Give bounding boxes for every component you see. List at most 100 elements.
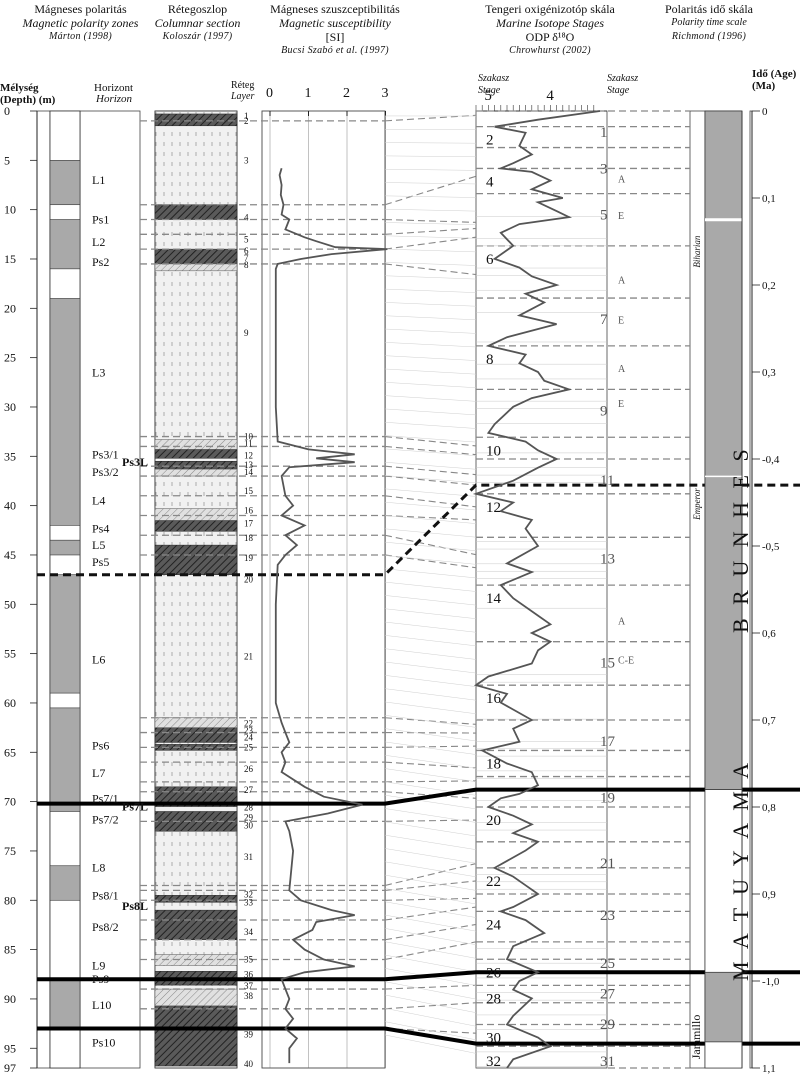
depth-tick-label: 15 <box>4 252 16 266</box>
fan-line <box>385 848 476 863</box>
fan-line <box>385 662 476 673</box>
paleosol-layer <box>155 910 237 940</box>
layer-label: 28 <box>244 803 254 813</box>
header-polarity: Mágneses polaritás Magnetic polarity zon… <box>18 2 143 44</box>
mis-stage-label: 3 <box>600 162 608 178</box>
correlation-lines <box>37 115 800 1053</box>
stage-header-right: Szakasz Stage <box>607 73 647 97</box>
layer-label: 8 <box>244 260 249 270</box>
layer-label: 21 <box>244 652 253 662</box>
horizon-label: L7 <box>92 766 105 780</box>
layer-label: 11 <box>244 438 253 448</box>
layer-label: 35 <box>244 954 254 964</box>
layer-label: 19 <box>244 553 254 563</box>
fan-line <box>385 622 476 632</box>
fan-line <box>385 422 476 428</box>
layer-label: 17 <box>244 518 254 528</box>
layer-label: 16 <box>244 506 254 516</box>
mis-stage-label: 12 <box>486 500 501 516</box>
bold-correlation <box>37 972 800 979</box>
fan-line <box>385 729 476 741</box>
polarity-normal-zone <box>50 160 80 204</box>
mis-stage-label: 2 <box>486 133 494 149</box>
mis-stage-label: 19 <box>600 791 615 807</box>
horizon-label: L8 <box>92 861 105 875</box>
fan-line <box>385 888 476 904</box>
header-polarity-hu: Mágneses polaritás <box>18 2 143 16</box>
layer-label: 30 <box>244 820 254 830</box>
depth-tick-label: 40 <box>4 499 16 513</box>
fan-line <box>385 1008 476 1026</box>
header-pts: Polaritás idő skála Polarity time scale … <box>648 2 770 44</box>
correlation-line <box>385 985 476 989</box>
mis-stage-label: 9 <box>600 403 608 419</box>
fan-line <box>385 276 476 279</box>
age-tick-label: -1,0 <box>762 976 780 988</box>
mis-stage-label: 22 <box>486 874 501 890</box>
mis-stage-label: 20 <box>486 813 501 829</box>
age-tick-label: -0,5 <box>762 541 780 553</box>
paleosol-layer <box>155 249 237 264</box>
susc-tick-label: 1 <box>305 86 312 101</box>
fan-line <box>385 302 476 306</box>
mis-stage-label: 27 <box>600 986 616 1002</box>
fan-line <box>385 249 476 252</box>
horizon-label: L9 <box>92 958 105 972</box>
fan-line <box>385 635 476 645</box>
mis-stage-label: 23 <box>600 908 615 924</box>
mis-stage-label: 15 <box>600 656 615 672</box>
susceptibility-curve <box>276 168 388 1063</box>
fan-line <box>385 928 476 944</box>
mis-stage-label: 29 <box>600 1017 615 1033</box>
horizon-label: Ps8/2 <box>92 920 119 934</box>
layer-label: 31 <box>244 852 253 862</box>
header-polarity-en: Magnetic polarity zones <box>18 16 143 30</box>
layer-label: 12 <box>244 450 253 460</box>
susc-tick-label: 3 <box>382 86 389 101</box>
mis-stage-label: 21 <box>600 856 615 872</box>
horizon-label: L1 <box>92 173 105 187</box>
correlation-line <box>385 220 476 223</box>
horizon-label: Ps9 <box>92 972 109 986</box>
fan-line <box>385 715 476 727</box>
dashed-bold-correlation <box>37 485 800 575</box>
polarity-normal-zone <box>50 575 80 693</box>
layer-header-en: Layer <box>231 91 254 103</box>
horizon-label: Ps8/1 <box>92 888 119 902</box>
fan-line <box>385 356 476 361</box>
mis-stage-label: 4 <box>486 174 494 190</box>
mis-stage-label: 14 <box>486 591 502 607</box>
horizon-label: L6 <box>92 653 105 667</box>
horizon-label: Ps7/2 <box>92 812 119 826</box>
depth-tick-label: 85 <box>4 943 16 957</box>
fan-line <box>385 649 476 660</box>
fan-line <box>385 316 476 320</box>
age-tick-label: 0,8 <box>762 802 776 814</box>
fan-line <box>385 595 476 605</box>
columnar-section <box>155 111 237 1068</box>
depth-tick-label: 90 <box>4 992 16 1006</box>
emperor-label: Emperor <box>692 488 702 521</box>
header-pts-hu: Polaritás idő skála <box>648 2 770 16</box>
fan-line <box>385 396 476 402</box>
horizon-label: Ps3L <box>122 455 148 469</box>
mis-stage-label: 25 <box>600 956 615 972</box>
fan-line <box>385 675 476 686</box>
header-mis-odp: ODP δ¹⁸O <box>470 30 630 44</box>
mis-stage-label: 1 <box>600 125 608 141</box>
fan-line <box>385 822 476 836</box>
mis-stage-label: 7 <box>600 312 608 328</box>
depth-tick-label: 70 <box>4 795 16 809</box>
paleosol-layer <box>155 520 237 531</box>
fan-line <box>385 982 476 999</box>
substage-label: A <box>618 174 626 185</box>
horizon-label: Ps10 <box>92 1035 115 1049</box>
fan-line <box>385 915 476 931</box>
correlation-line <box>385 446 476 454</box>
fan-line <box>385 236 476 238</box>
correlation-line <box>385 228 476 234</box>
depth-tick-label: 65 <box>4 745 16 759</box>
layer-label: 2 <box>244 116 249 126</box>
mis-stage-label: 6 <box>486 252 494 268</box>
layer-label: 40 <box>244 1059 254 1069</box>
